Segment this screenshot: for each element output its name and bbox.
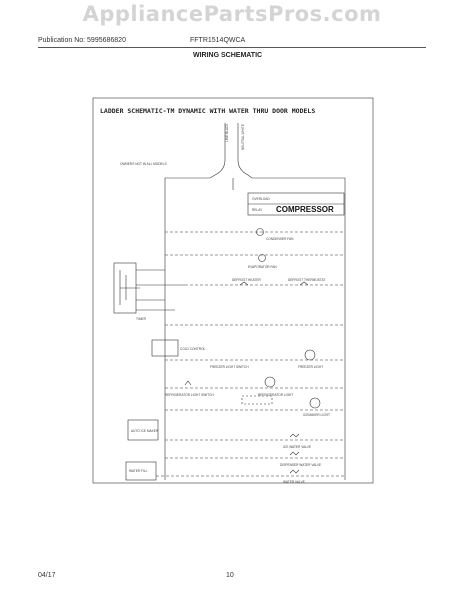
evaporator-fan-label: EVAPORATOR FAN (248, 265, 277, 269)
schematic-frame (92, 97, 374, 484)
defrost-heater-label: DEFROST HEATER (232, 278, 261, 282)
rung-cold-control: COLD CONTROL (151, 324, 345, 357)
rung-refrigerator-light: REFRIGERATOR LIGHT SWITCH REFRIGERATOR L… (165, 376, 345, 405)
ice-water-valve-label: ICE WATER VALVE (283, 445, 311, 449)
neutral-label: NEUTRAL WHITE (241, 124, 245, 150)
defrost-thermostat-label: DEFROST THERMOSTAT (288, 278, 326, 282)
water-fill-block: WATER FILL WATER VALVE (125, 461, 345, 484)
header-rule (38, 47, 426, 48)
ice-maker-block: AUTO ICE MAKER (127, 419, 159, 441)
line-label: LINE BLACK (225, 123, 229, 142)
schematic-title: LADDER SCHEMATIC-TM DYNAMIC WITH WATER T… (100, 107, 315, 115)
cold-control-label: COLD CONTROL (180, 347, 206, 351)
auto-ice-maker-label: AUTO ICE MAKER (131, 429, 159, 433)
note-label: OWNERS NOT IN ALL MODELS (120, 162, 167, 166)
footer-date: 04/17 (38, 572, 56, 579)
refrigerator-light-switch-label: REFRIGERATOR LIGHT SWITCH (165, 393, 214, 397)
rung-ice-water-valve: ICE WATER VALVE (165, 433, 345, 449)
power-cord: LINE BLACK NEUTRAL WHITE (164, 123, 346, 480)
compressor-block: COMPRESSOR OVERLOAD RELAY (247, 192, 345, 216)
rung-dispenser-valve: DISPENSER WATER VALVE (165, 451, 345, 467)
overload-label: OVERLOAD (252, 197, 270, 201)
freezer-light-label: FREEZER LIGHT (298, 365, 323, 369)
rung-defrost: DEFROST HEATER DEFROST THERMOSTAT (185, 278, 345, 286)
timer-block: TIMER (113, 262, 185, 321)
rung-freezer-light: FREEZER LIGHT SWITCH FREEZER LIGHT (165, 349, 345, 369)
rung-evaporator-fan: EVAPORATOR FAN (165, 254, 345, 269)
rung-condenser-fan: CONDENSER FAN (165, 228, 345, 241)
condenser-fan-label: CONDENSER FAN (266, 237, 294, 241)
water-fill-label: WATER FILL (129, 469, 148, 473)
section-title: WIRING SCHEMATIC (193, 52, 263, 59)
timer-label: TIMER (136, 317, 147, 321)
publication-number: Publication No: 5995686820 (38, 37, 126, 44)
refrigerator-light-label: REFRIGERATOR LIGHT (258, 393, 293, 397)
relay-label: RELAY (252, 208, 263, 212)
page-number: 10 (226, 572, 234, 579)
freezer-light-switch-label: FREEZER LIGHT SWITCH (210, 365, 249, 369)
compressor-label: COMPRESSOR (276, 205, 334, 214)
icemaker-light-label: ICEMAKER LIGHT (303, 413, 330, 417)
water-valve-label: WATER VALVE (283, 480, 305, 484)
model-number: FFTR1514QWCA (190, 37, 246, 44)
watermark: AppliancePartsPros.com (82, 2, 382, 26)
rung-icemaker-light: ICEMAKER LIGHT (165, 397, 345, 417)
dispenser-water-valve-label: DISPENSER WATER VALVE (280, 463, 321, 467)
